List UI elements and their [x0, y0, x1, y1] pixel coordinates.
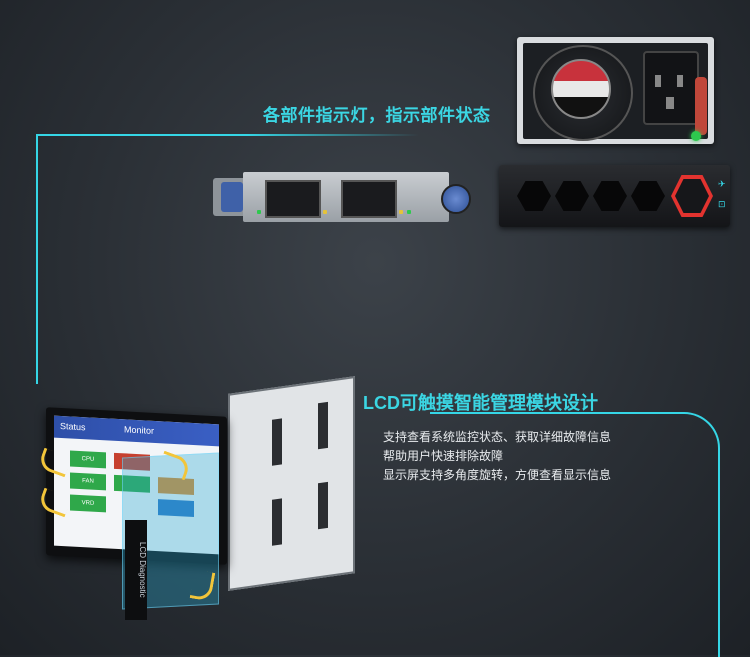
- description-line: 支持查看系统监控状态、获取详细故障信息: [383, 430, 612, 444]
- power-indicator-icon: ⊡: [718, 199, 726, 209]
- caption-indicator-lights: 各部件指示灯，指示部件状态: [263, 106, 491, 125]
- port1-led-amber: [323, 210, 327, 214]
- vent-hex: [555, 181, 589, 211]
- caption-lcd-module: LCD可触摸智能管理模块设计: [363, 393, 598, 413]
- vent-hex: [631, 181, 665, 211]
- network-port-1: [265, 180, 321, 218]
- tile-vrd[interactable]: VRD: [70, 494, 106, 513]
- psu-status-led: [691, 131, 701, 141]
- tile-fan[interactable]: FAN: [70, 472, 106, 491]
- psu-power-socket: [643, 51, 699, 125]
- lcd-module-bay: [228, 376, 355, 591]
- vent-hex: [593, 181, 627, 211]
- psu-fan-hub: [551, 59, 611, 119]
- tab-status[interactable]: Status: [60, 420, 86, 433]
- power-supply-unit: [517, 37, 714, 144]
- description-line: 显示屏支持多角度旋转，方便查看显示信息: [383, 468, 612, 482]
- thumb-screw: [441, 184, 471, 214]
- psu-handle: [695, 77, 707, 135]
- port2-led: [407, 210, 411, 214]
- description-line: 帮助用户快速排除故障: [383, 449, 504, 463]
- tile-cpu[interactable]: CPU: [70, 450, 106, 469]
- network-card: [213, 172, 471, 222]
- tab-monitor[interactable]: Monitor: [124, 424, 155, 436]
- port1-led: [257, 210, 261, 214]
- network-port-2: [341, 180, 397, 218]
- network-card-tab: [221, 182, 243, 212]
- fan-indicator-icon: ✈: [718, 179, 726, 189]
- lcd-diagnostic-tag: LCD Diagnostic: [125, 520, 147, 620]
- lcd-description: 支持查看系统监控状态、获取详细故障信息 帮助用户快速排除故障 显示屏支持多角度旋…: [383, 428, 611, 485]
- port2-led-amber: [399, 210, 403, 214]
- vent-hex: [517, 181, 551, 211]
- psu-faceplate: ✈ ⊡: [499, 165, 730, 227]
- connector-line-bottom: [430, 412, 720, 657]
